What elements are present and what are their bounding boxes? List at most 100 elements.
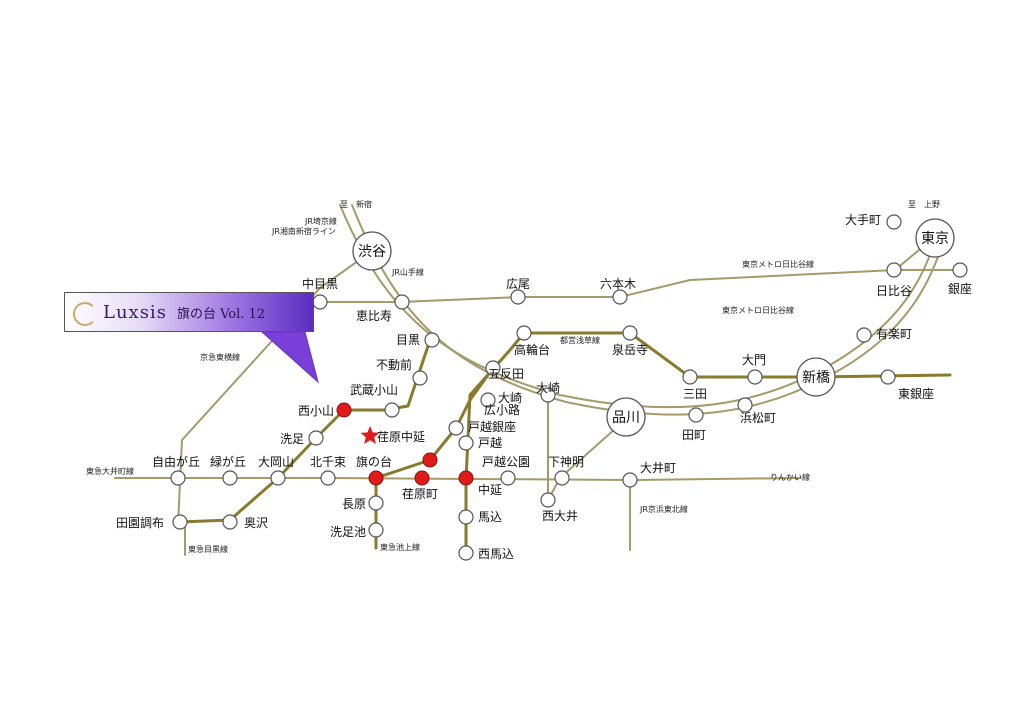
label-nishikoyama: 西小山 (298, 404, 334, 418)
station-otemachi[interactable] (886, 214, 902, 230)
label-roppongi: 六本木 (600, 277, 636, 291)
luxsis-logo-icon (71, 298, 99, 326)
label-nishimagome: 西馬込 (478, 547, 514, 561)
station-ookayama[interactable] (270, 470, 286, 486)
station-magome[interactable] (458, 509, 474, 525)
station-ebisu[interactable] (394, 294, 410, 310)
label-senzokuike: 洗足池 (330, 525, 366, 539)
label-nakameguro: 中目黒 (302, 276, 338, 291)
station-gotanda[interactable] (485, 360, 501, 376)
label-shinbashi: 新橋 (802, 370, 830, 386)
station-shimoshinmei[interactable] (554, 470, 570, 486)
label-nakanobu: 中延 (478, 482, 502, 497)
station-labels: 渋谷 東京 新橋 品川 中目黒 恵比寿 広尾 六本木 大手町 日比谷 銀座 有楽… (116, 213, 972, 561)
station-jiyugaoka[interactable] (170, 470, 186, 486)
line-labels: 至 新宿 至 上野 JR埼京線 JR湘南新宿ライン JR山手線 東京メトロ日比谷… (86, 199, 940, 554)
label-okusawa: 奥沢 (244, 516, 268, 530)
station-senzoku[interactable] (308, 430, 324, 446)
station-midorigaoka[interactable] (222, 470, 238, 486)
label-keihin: JR京浜東北線 (639, 504, 688, 514)
station-ebaramachi[interactable] (414, 470, 430, 486)
station-higashiginza[interactable] (880, 369, 896, 385)
label-hamamatsucho: 浜松町 (740, 411, 776, 425)
station-shibuya[interactable] (352, 231, 392, 271)
station-takanawadai[interactable] (516, 325, 532, 341)
label-hatanodai: 旗の台 (356, 454, 392, 469)
station-shinagawa[interactable] (606, 397, 646, 437)
station-fudomae[interactable] (412, 370, 428, 386)
label-hibiya-top: 東京メトロ日比谷線 (742, 259, 814, 269)
label-jiyugaoka: 自由が丘 (152, 454, 200, 469)
station-yurakucho[interactable] (856, 327, 872, 343)
label-ebaranakanobu: 荏原中延 (377, 429, 425, 444)
station-togoshiginza[interactable] (448, 420, 464, 436)
station-sengakuji[interactable] (622, 325, 638, 341)
label-denenchofu: 田園調布 (116, 516, 164, 530)
station-nishikoyama[interactable] (336, 402, 352, 418)
label-jr-saikyo: JR埼京線 (304, 216, 337, 226)
station-kitasenzoku[interactable] (320, 470, 336, 486)
label-osakihirokoji-2: 広小路 (484, 402, 520, 417)
label-ebisu: 恵比寿 (356, 309, 392, 323)
station-nakameguro[interactable] (312, 294, 328, 310)
station-mita[interactable] (682, 369, 698, 385)
label-to-shinjuku: 至 新宿 (340, 199, 372, 209)
station-oimachi[interactable] (622, 472, 638, 488)
station-shinbashi[interactable] (796, 357, 836, 397)
station-tokyo[interactable] (915, 218, 955, 258)
stations (170, 214, 968, 561)
label-ginza: 銀座 (948, 281, 972, 296)
label-togoshikoen: 戸越公園 (482, 455, 530, 469)
station-hamamatsucho[interactable] (737, 397, 753, 413)
label-oimachi: 大井町 (640, 461, 676, 475)
station-hibiya[interactable] (886, 262, 902, 278)
label-musashikoyama: 武蔵小山 (350, 383, 398, 397)
station-ebaranakanobu[interactable] (422, 452, 438, 468)
station-roppongi[interactable] (612, 289, 628, 305)
label-magome: 馬込 (478, 510, 502, 524)
label-to-ueno: 至 上野 (908, 200, 940, 209)
station-ginza[interactable] (952, 262, 968, 278)
label-ebaramachi: 荏原町 (402, 487, 438, 501)
station-meguro[interactable] (424, 332, 440, 348)
station-okusawa[interactable] (222, 514, 238, 530)
label-togoshi: 戸越 (478, 436, 502, 450)
label-ikegami-line: 東急池上線 (380, 542, 420, 552)
station-senzokuike[interactable] (368, 522, 384, 538)
station-nishimagome[interactable] (458, 545, 474, 561)
station-togoshikoen[interactable] (500, 470, 516, 486)
station-osaki[interactable] (540, 387, 556, 403)
station-denenchofu[interactable] (172, 514, 188, 530)
station-nishioi[interactable] (540, 492, 556, 508)
label-takanawadai: 高輪台 (514, 342, 550, 357)
station-daimon[interactable] (747, 369, 763, 385)
label-daimon: 大門 (742, 353, 766, 367)
label-togoshiginza: 戸越銀座 (468, 419, 516, 434)
label-yurakucho: 有楽町 (876, 327, 912, 341)
station-musashikoyama[interactable] (384, 402, 400, 418)
station-hatanodai[interactable] (368, 470, 384, 486)
label-fudomae: 不動前 (376, 357, 412, 372)
label-jr-yamanote: JR山手線 (391, 267, 424, 277)
yamanote-line-outer (339, 204, 936, 409)
banner-brand: Luxsis (103, 301, 167, 323)
station-hiroo[interactable] (510, 289, 526, 305)
label-hibiya: 日比谷 (876, 284, 912, 298)
label-shimoshinmei: 下神明 (548, 455, 584, 469)
label-gotanda: 五反田 (488, 367, 524, 381)
station-togoshi[interactable] (458, 435, 474, 451)
label-oimachi-line: 東急大井町線 (86, 466, 134, 476)
label-nagahara: 長原 (342, 497, 366, 511)
station-nakanobu[interactable] (458, 470, 474, 486)
station-tamachi[interactable] (688, 407, 704, 423)
station-osakihirokoji[interactable] (480, 392, 496, 408)
station-nagahara[interactable] (368, 495, 384, 511)
label-hiroo: 広尾 (506, 277, 530, 291)
label-tamachi: 田町 (682, 428, 706, 442)
label-shinagawa: 品川 (612, 410, 640, 426)
label-osakihirokoji-1: 大崎 (498, 391, 522, 405)
label-kitasenzoku: 北千束 (310, 455, 346, 469)
label-midorigaoka: 緑が丘 (210, 454, 246, 469)
label-mita: 三田 (683, 387, 707, 401)
